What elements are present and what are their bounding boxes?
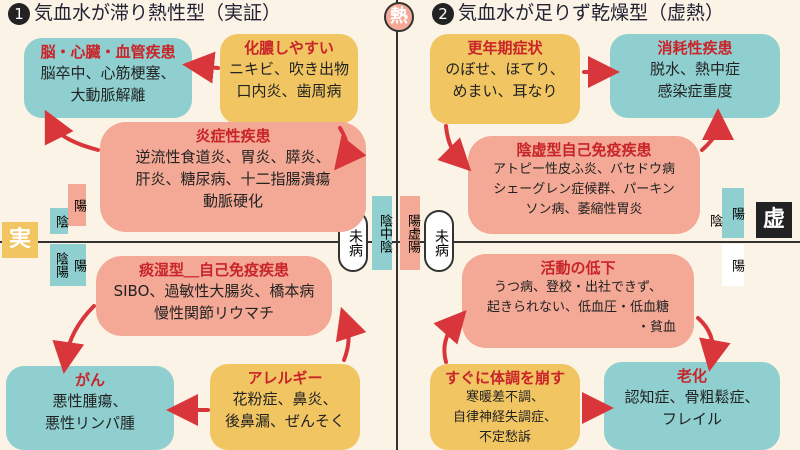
- box-line: 花粉症、鼻炎、: [232, 390, 338, 408]
- box-title: 化膿しやすい: [244, 39, 334, 57]
- header-right-number: 2: [432, 2, 454, 25]
- center-tag-yang: 陽虚陽: [400, 196, 420, 270]
- mibyo-circle-right: 未病: [424, 210, 454, 272]
- header-left-number: 1: [8, 2, 30, 25]
- box-line: 口内炎、歯周病: [236, 82, 342, 100]
- box-line: 慢性関節リウマチ: [153, 304, 274, 322]
- arrow-inflammatory-to-brain: [44, 109, 100, 152]
- box-line: 脱水、熱中症: [649, 60, 740, 78]
- vertical-axis: [396, 0, 398, 450]
- heat-label: 熱: [384, 2, 414, 32]
- box-suppuration: 化膿しやすい ニキビ、吹き出物 口内炎、歯周病: [220, 34, 358, 124]
- box-line: 起きられない、低血圧・低血糖: [486, 300, 669, 315]
- box-line: 悪性リンパ腫: [44, 414, 135, 432]
- center-tag-yin: 陰中陰: [372, 196, 392, 270]
- box-line: 悪性腫瘍、: [52, 392, 128, 410]
- arrow-yin-to-wasting: [700, 108, 734, 152]
- box-line: ニキビ、吹き出物: [228, 60, 349, 78]
- box-phlegm-autoimmune: 痰湿型＿自己免疫疾患 SIBO、過敏性大腸炎、橋本病 慢性関節リウマチ: [96, 256, 332, 336]
- box-line: ・貧血: [636, 320, 676, 335]
- box-reduced-activity: 活動の低下 うつ病、登校・出社できず、 起きられない、低血圧・低血糖 ・貧血: [462, 254, 694, 348]
- left-tag-yang-upper: 陽: [68, 184, 86, 226]
- box-line: 認知症、骨粗鬆症、: [624, 388, 760, 406]
- corner-jitsu: 実: [2, 222, 38, 258]
- box-line: シェーグレン症候群、パーキン: [493, 182, 675, 197]
- box-line: うつ病、登校・出社できず、: [493, 280, 663, 295]
- arrow-menopause-to-yin: [437, 124, 472, 172]
- box-line: 肝炎、糖尿病、十二指腸潰瘍: [135, 170, 331, 188]
- box-line: ソン病、萎縮性胃炎: [525, 202, 643, 217]
- right-tag-yin: 陰: [704, 202, 722, 238]
- box-yin-deficiency-autoimmune: 陰虚型自己免疫疾患 アトピー性皮ふ炎、バセドウ病 シェーグレン症候群、パーキン …: [468, 136, 700, 234]
- box-line: 後鼻漏、ぜんそく: [224, 412, 345, 430]
- box-line: 寒暖差不調、: [465, 390, 544, 405]
- box-title: 脳・心臓・血管疾患: [40, 43, 176, 61]
- box-line: めまい、耳なり: [452, 82, 558, 100]
- arrow-activity-to-aging: [696, 316, 731, 372]
- box-menopause: 更年期症状 のぼせ、ほてり、 めまい、耳なり: [430, 34, 580, 124]
- box-title: がん: [74, 371, 105, 389]
- box-line: 脳卒中、心筋梗塞、: [40, 64, 176, 82]
- box-line: 自律神経失調症、: [452, 410, 557, 425]
- box-title: 更年期症状: [467, 39, 543, 57]
- box-allergy: アレルギー 花粉症、鼻炎、 後鼻漏、ぜんそく: [210, 364, 360, 450]
- box-aging: 老化 認知症、骨粗鬆症、 フレイル: [604, 362, 780, 450]
- box-easily-unwell: すぐに体調を崩す 寒暖差不調、 自律神経失調症、 不定愁訴: [430, 364, 580, 450]
- box-title: アレルギー: [247, 369, 323, 387]
- arrow-suppuration-to-inflammatory: [334, 126, 367, 171]
- box-title: 痰湿型＿自己免疫疾患: [138, 261, 289, 279]
- left-tag-yin-mid: 陰: [50, 208, 68, 234]
- box-line: のぼせ、ほてり、: [445, 60, 565, 78]
- arrow-phlegm-to-cancer: [52, 304, 96, 374]
- box-title: 活動の低下: [540, 259, 616, 277]
- arrow-suppuration-to-brain: [182, 51, 220, 84]
- box-line: 不定愁訴: [478, 430, 531, 445]
- box-title: 消耗性疾患: [657, 39, 733, 57]
- box-brain-heart-vascular: 脳・心臓・血管疾患 脳卒中、心筋梗塞、 大動脈解離: [24, 38, 192, 118]
- right-tag-yang-upper: 陽: [722, 188, 744, 238]
- header-right-text: 気血水が足りず乾燥型（虚熱）: [458, 2, 725, 24]
- box-title: すぐに体調を崩す: [444, 369, 565, 387]
- left-tag-yin-yang: 陰陽: [50, 244, 68, 286]
- right-tag-yang-lower: 陽: [722, 244, 744, 286]
- header-left-text: 気血水が滞り熱性型（実証）: [34, 2, 282, 24]
- box-line: 大動脈解離: [70, 86, 146, 104]
- box-line: 動脈硬化: [202, 192, 263, 210]
- arrow-allergy-to-phlegm: [335, 306, 367, 362]
- box-line: フレイル: [661, 410, 722, 428]
- box-line: 逆流性食道炎、胃炎、膵炎、: [135, 148, 331, 166]
- box-line: SIBO、過敏性大腸炎、橋本病: [113, 282, 315, 300]
- corner-kyo: 虚: [756, 202, 792, 238]
- box-inflammatory: 炎症性疾患 逆流性食道炎、胃炎、膵炎、 肝炎、糖尿病、十二指腸潰瘍 動脈硬化: [100, 122, 366, 232]
- box-line: 感染症重度: [657, 82, 733, 100]
- arrow-easily-unwell-to-activity: [433, 310, 467, 364]
- box-title: 陰虚型自己免疫疾患: [516, 141, 652, 159]
- box-line: アトピー性皮ふ炎、バセドウ病: [492, 162, 675, 177]
- box-wasting-disease: 消耗性疾患 脱水、熱中症 感染症重度: [610, 34, 780, 118]
- box-cancer: がん 悪性腫瘍、 悪性リンパ腫: [6, 366, 174, 450]
- box-title: 炎症性疾患: [195, 127, 271, 145]
- left-tag-yang-lower: 陽: [68, 244, 86, 286]
